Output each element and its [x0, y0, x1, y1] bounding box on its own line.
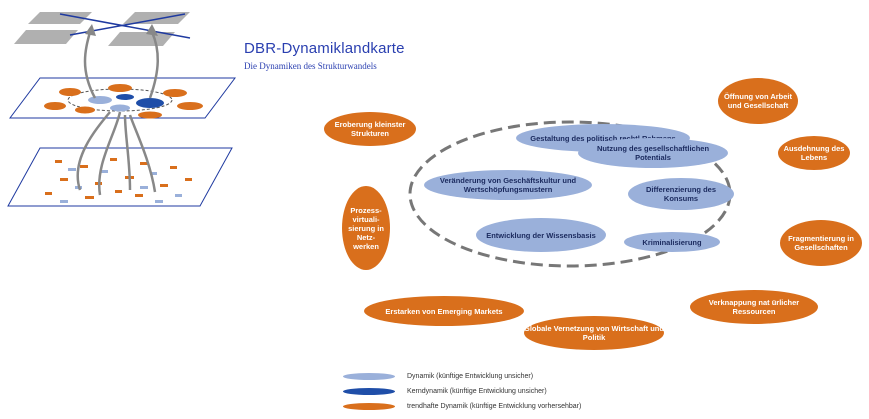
trend-label: Fragmentierung in Gesellschaften — [788, 234, 854, 252]
dynamic-label: Differenzierung des Konsums — [645, 185, 716, 203]
layer-illustration — [7, 12, 236, 207]
dynamic-label: Veränderung von Geschäftskultur und Wert… — [439, 176, 577, 194]
trend-label: Erstarken von Emerging Markets — [385, 306, 503, 316]
legend-label: trendhafte Dynamik (künftige Entwicklung… — [407, 402, 582, 410]
trend-label: Verknappung nat ürlicher Ressourcen — [708, 298, 800, 316]
top-layer — [14, 12, 191, 46]
dynamic-label: Gestaltung des politisch rechtl Rahmens — [530, 133, 676, 143]
legend-label: Dynamik (künftige Entwicklung unsicher) — [407, 372, 534, 380]
legend-swatch — [343, 402, 395, 410]
dynamic-label: Entwicklung der Wissensbasis — [486, 230, 596, 240]
legend-label: Kerndynamik (künftige Entwicklung unsich… — [407, 387, 547, 395]
legend-swatch — [343, 387, 395, 395]
trend-fragmentation: Fragmentierung in Gesellschaften — [780, 220, 862, 266]
trend-label: Öffnung von Arbeit und Gesellschaft — [723, 92, 793, 110]
trend-opening-work-society: Öffnung von Arbeit und Gesellschaft — [718, 78, 798, 124]
trend-resource-scarcity: Verknappung nat ürlicher Ressourcen — [690, 290, 818, 324]
trend-label: Globale Vernetzung von Wirtschaft und Po… — [524, 324, 664, 342]
dynamic-business-culture: Veränderung von Geschäftskultur und Wert… — [424, 170, 592, 200]
trend-label: Ausdehnung des Lebens — [783, 144, 845, 162]
bottom-layer — [7, 147, 233, 207]
dynamic-social-potential: Nutzung des gesellschaftlichen Potential… — [578, 138, 728, 168]
dynamic-label: Nutzung des gesellschaftlichen Potential… — [596, 144, 710, 162]
page-title: DBR-Dynamiklandkarte — [244, 40, 405, 57]
flow-arrows — [76, 31, 160, 196]
legend-swatch — [343, 372, 395, 380]
dynamic-criminalization: Kriminalisierung — [624, 232, 720, 252]
trend-label: Prozess-virtuali-sierung in Netz-werken — [348, 205, 384, 251]
page-subtitle: Die Dynamiken des Strukturwandels — [244, 61, 377, 71]
trend-label: Eroberung kleinster Strukturen — [334, 120, 406, 138]
legend-item-trend-dynamic: trendhafte Dynamik (künftige Entwicklung… — [343, 401, 581, 411]
legend-item-core-dynamic: Kerndynamik (künftige Entwicklung unsich… — [343, 386, 547, 396]
middle-layer — [9, 77, 236, 119]
trend-smallest-structures: Eroberung kleinster Strukturen — [324, 112, 416, 146]
dynamic-knowledge-base: Entwicklung der Wissensbasis — [476, 218, 606, 252]
trend-global-networking: Globale Vernetzung von Wirtschaft und Po… — [524, 316, 664, 350]
dynamic-consumption: Differenzierung des Konsums — [628, 178, 734, 210]
legend-item-dynamic: Dynamik (künftige Entwicklung unsicher) — [343, 371, 533, 381]
dynamic-label: Kriminalisierung — [642, 237, 702, 247]
trend-process-virtualization: Prozess-virtuali-sierung in Netz-werken — [342, 186, 390, 270]
trend-emerging-markets: Erstarken von Emerging Markets — [364, 296, 524, 326]
trend-life-extension: Ausdehnung des Lebens — [778, 136, 850, 170]
